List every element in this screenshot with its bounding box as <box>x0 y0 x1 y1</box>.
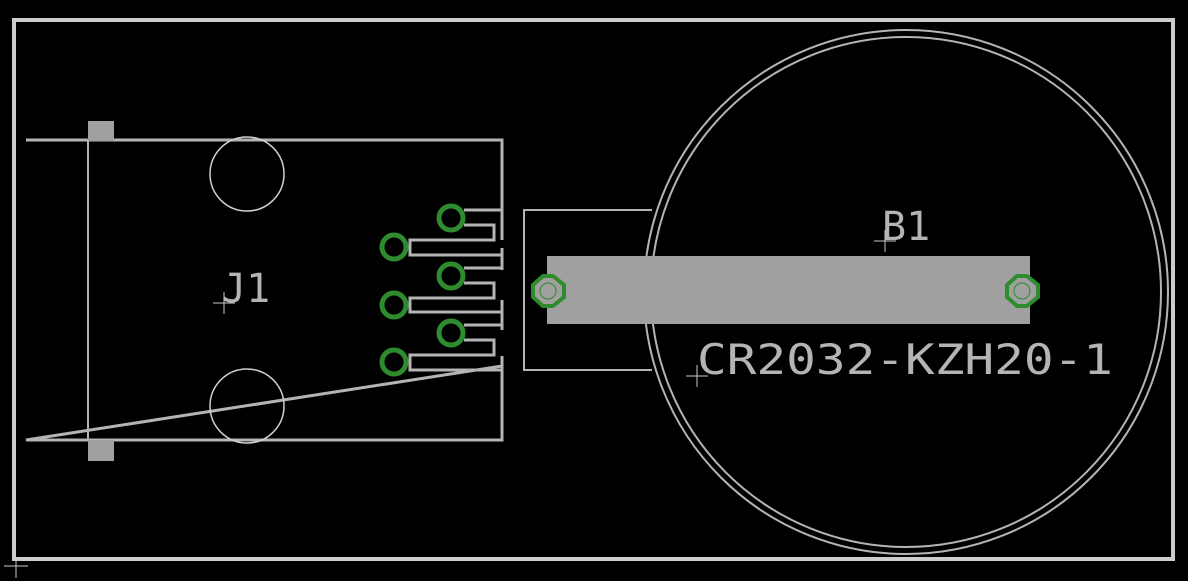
b1-reference-label: B1 <box>882 204 930 250</box>
j1-reference-label: J1 <box>222 266 270 312</box>
b1-reference-origin-marker <box>874 230 896 252</box>
origin-marker <box>4 558 28 578</box>
b1-contact-pad <box>547 256 1030 324</box>
j1-mount-tab-top <box>88 121 114 141</box>
j1-mounting-hole-bottom <box>209 368 285 444</box>
b1-tab-outline <box>523 209 652 371</box>
j1-mounting-hole-top <box>209 136 285 212</box>
j1-hole-4 <box>379 290 409 320</box>
j1-hole-2 <box>379 232 409 262</box>
board-outline <box>12 18 1175 561</box>
b1-value-origin-marker <box>686 365 708 387</box>
b1-hole-2-drill <box>1013 282 1031 300</box>
b1-value-label: CR2032-KZH20-1 <box>697 335 1113 384</box>
j1-hole-5 <box>436 318 466 348</box>
j1-contact-traces <box>408 198 504 372</box>
j1-origin-marker <box>213 292 235 314</box>
component-b1[interactable]: B1 CR2032-KZH20-1 <box>523 29 1169 555</box>
j1-hole-3 <box>436 261 466 291</box>
j1-hole-6 <box>379 347 409 377</box>
j1-holes <box>379 203 466 377</box>
j1-mount-tab-bottom <box>88 440 114 461</box>
j1-hole-1 <box>436 203 466 233</box>
component-j1[interactable]: J1 <box>25 121 504 461</box>
b1-hole-1-drill <box>539 282 557 300</box>
